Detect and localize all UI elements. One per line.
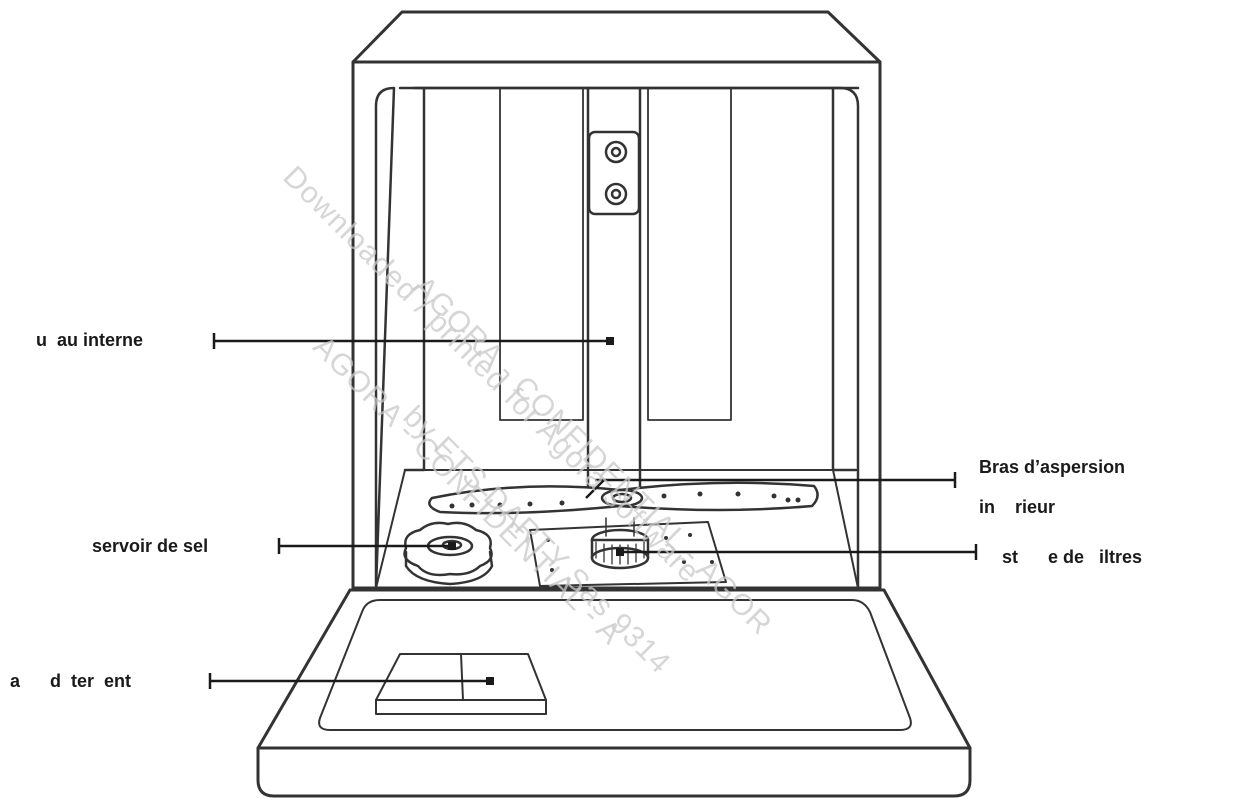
salt-reservoir-cap	[403, 521, 494, 586]
label-spray-arm-line1: Bras d’aspersion	[979, 457, 1126, 477]
label-filter-assembly: st e de iltres	[1002, 547, 1143, 567]
label-spray-arm-line2: in rieur	[979, 497, 1056, 517]
leader-lines	[208, 333, 978, 689]
label-detergent-dispenser: a d ter ent	[10, 671, 132, 691]
label-inner-pipe: u au interne	[36, 330, 144, 350]
dishwasher-door	[256, 588, 972, 798]
filter-assembly	[529, 517, 727, 587]
detergent-dispenser	[375, 653, 547, 715]
inner-tub	[374, 86, 860, 590]
label-salt-reservoir: servoir de sel	[92, 536, 209, 556]
lower-spray-arm	[428, 481, 819, 515]
inner-water-pipe	[586, 86, 642, 502]
dishwasher-cabinet	[351, 10, 882, 590]
